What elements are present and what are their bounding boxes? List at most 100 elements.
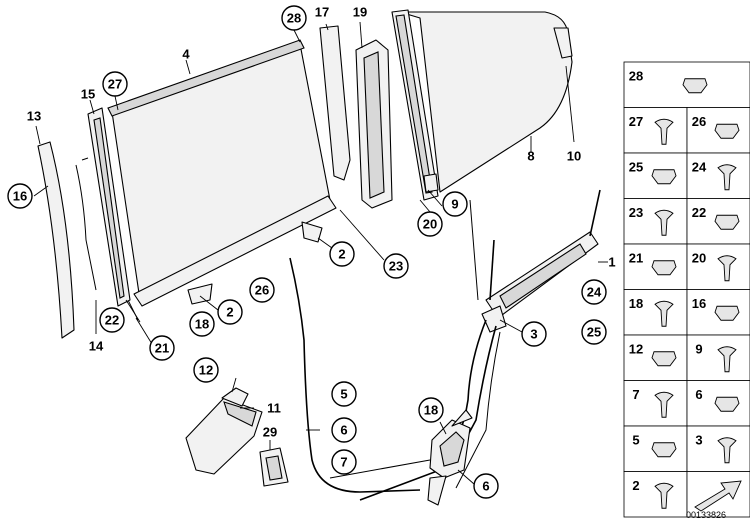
hardware-part-icon (714, 396, 740, 412)
guide-rail-19 (355, 39, 393, 209)
callout-label: 28 (287, 11, 301, 26)
callout-3: 3 (521, 321, 547, 347)
roller-sunblind (107, 39, 337, 321)
leader-lines (33, 21, 608, 485)
callout-25: 25 (581, 319, 607, 345)
label-19: 19 (353, 5, 367, 20)
legend-number: 16 (692, 296, 706, 311)
arrow-icon (694, 480, 742, 512)
window-frame-seal (391, 9, 439, 201)
legend-number: 27 (629, 114, 643, 129)
callout-label: 20 (423, 217, 437, 232)
legend-number: 25 (629, 160, 643, 175)
label-11: 11 (267, 401, 281, 416)
callout-12: 12 (193, 357, 219, 383)
hardware-part-icon (717, 255, 737, 282)
hardware-part-icon (654, 391, 674, 418)
callout-9: 9 (442, 191, 468, 217)
legend-cell (623, 380, 688, 427)
callout-label: 6 (482, 479, 489, 494)
label-4: 4 (182, 47, 190, 62)
callout-label: 25 (587, 325, 601, 340)
hardware-part-icon (682, 78, 708, 94)
legend-number: 24 (692, 160, 707, 175)
callout-label: 26 (255, 283, 269, 298)
legend-number: 9 (695, 342, 702, 357)
callout-label: 16 (13, 189, 27, 204)
legend-cell (686, 152, 750, 199)
hardware-part-icon (651, 351, 677, 367)
callout-label: 18 (195, 317, 209, 332)
callout-20: 20 (417, 211, 443, 237)
callout-6-upper: 6 (331, 417, 357, 443)
callout-5: 5 (331, 381, 357, 407)
legend-number: 12 (629, 342, 643, 357)
callout-6-lower: 6 (473, 473, 499, 499)
callout-26: 26 (249, 277, 275, 303)
drive-motor-12 (185, 387, 263, 475)
guide-rail-left (37, 107, 131, 339)
callout-label: 21 (155, 341, 169, 356)
hardware-part-icon (651, 169, 677, 185)
legend-number: 2 (632, 478, 639, 493)
label-8: 8 (527, 149, 534, 164)
callout-label: 27 (108, 77, 122, 92)
callout-label: 2 (338, 247, 345, 262)
callout-label: 23 (389, 259, 403, 274)
callout-label: 7 (340, 455, 347, 470)
callout-label: 9 (451, 197, 458, 212)
hardware-part-icon (654, 118, 674, 145)
drive-cables (289, 257, 501, 501)
label-10: 10 (567, 149, 581, 164)
seal-strip-17 (319, 25, 351, 181)
label-17: 17 (315, 5, 329, 20)
callout-18-lower: 18 (418, 397, 444, 423)
callout-24: 24 (581, 279, 607, 305)
legend-number: 26 (692, 114, 706, 129)
legend-number: 20 (692, 251, 706, 266)
legend-cell (623, 289, 688, 336)
control-unit-29 (259, 447, 289, 487)
label-15: 15 (81, 87, 95, 102)
label-29: 29 (263, 425, 277, 440)
hardware-part-icon (651, 442, 677, 458)
legend-number: 21 (629, 251, 643, 266)
legend-number: 22 (692, 205, 706, 220)
legend-cell (686, 243, 750, 290)
hardware-part-icon (717, 164, 737, 191)
hardware-part-icon (654, 482, 674, 509)
legend-number: 3 (695, 433, 702, 448)
callout-22: 22 (99, 307, 125, 333)
callout-label: 2 (226, 305, 233, 320)
callout-label: 6 (340, 423, 347, 438)
hardware-part-icon (654, 300, 674, 327)
legend-number: 18 (629, 296, 643, 311)
door-glass (399, 11, 573, 193)
callout-7: 7 (331, 449, 357, 475)
callout-label: 24 (587, 285, 602, 300)
callout-2-lower: 2 (217, 299, 243, 325)
window-regulator-18 (427, 409, 473, 506)
callout-28: 28 (281, 5, 307, 31)
label-1: 1 (608, 255, 615, 270)
hardware-part-icon (714, 305, 740, 321)
callout-21: 21 (149, 335, 175, 361)
hardware-part-icon (717, 437, 737, 464)
legend-number: 7 (632, 387, 639, 402)
hardware-part-icon (714, 123, 740, 139)
legend-cell (623, 471, 688, 518)
callout-label: 12 (199, 363, 213, 378)
callout-18-upper: 18 (189, 311, 215, 337)
label-14: 14 (89, 339, 104, 354)
reference-number: 00133826 (686, 510, 726, 520)
legend-number: 28 (629, 69, 643, 84)
legend-number: 5 (632, 433, 639, 448)
callout-2-upper: 2 (329, 241, 355, 267)
mechanism-rail-1 (469, 189, 601, 333)
callout-label: 3 (530, 327, 537, 342)
hardware-part-icon (651, 260, 677, 276)
callout-27: 27 (102, 71, 128, 97)
callout-23: 23 (383, 253, 409, 279)
